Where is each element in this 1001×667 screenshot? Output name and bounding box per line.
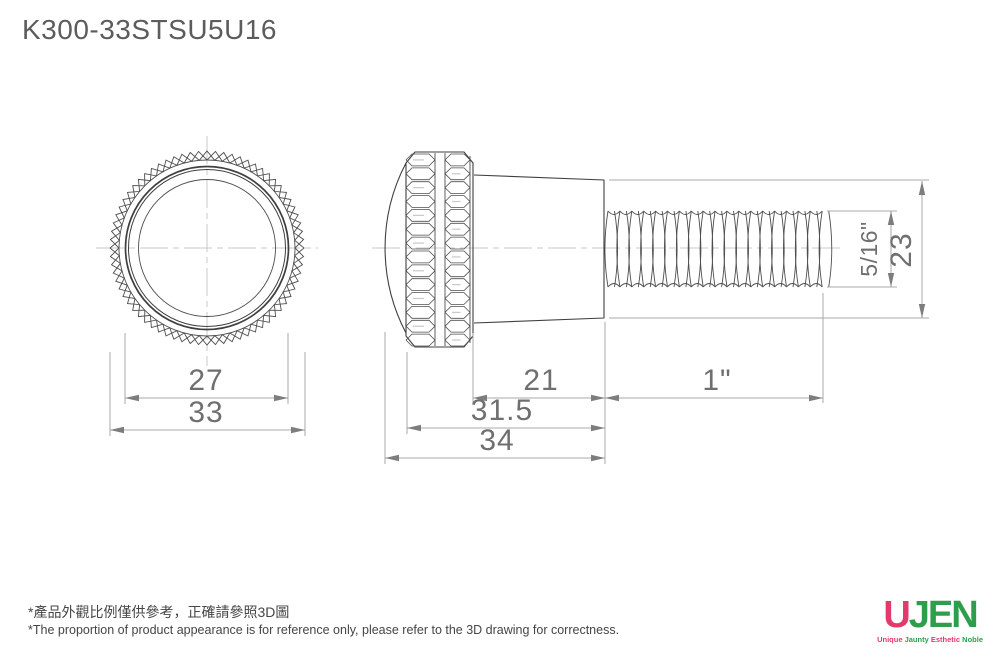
logo-tagline: Unique Jaunty Esthetic Noble bbox=[877, 635, 983, 644]
footnote-en: *The proportion of product appearance is… bbox=[28, 622, 620, 637]
dimension-lines bbox=[109, 179, 929, 464]
part-number-title: K300-33STSU5U16 bbox=[22, 14, 277, 45]
tagline-word-unique: Unique bbox=[877, 635, 903, 644]
drawing-linework bbox=[96, 136, 929, 464]
dim-overall-head-length: 34 bbox=[479, 424, 514, 457]
dim-front-inner-diameter: 27 bbox=[188, 364, 223, 397]
tagline-word-esthetic: Esthetic bbox=[930, 635, 961, 644]
tagline-word-noble: Noble bbox=[962, 635, 983, 644]
dim-front-outer-diameter: 33 bbox=[188, 396, 223, 429]
logo-letter-u: U bbox=[883, 594, 910, 636]
dim-thread-diameter: 5/16" bbox=[856, 221, 882, 276]
side-view bbox=[372, 151, 845, 348]
front-view bbox=[96, 136, 318, 366]
knurl-zigzag-b bbox=[109, 150, 305, 346]
ujen-logo: UJEN Unique Jaunty Esthetic Noble bbox=[877, 596, 983, 644]
footnotes: *產品外觀比例僅供參考，正確請參照3D圖 *The proportion of … bbox=[28, 603, 619, 639]
knurl-zigzag-a bbox=[109, 150, 305, 346]
dim-boss-diameter: 23 bbox=[885, 232, 918, 267]
footnote-zh: *產品外觀比例僅供參考，正確請參照3D圖 bbox=[28, 604, 290, 620]
logo-wordmark: UJEN bbox=[877, 596, 983, 634]
dim-thread-length: 1" bbox=[702, 364, 731, 397]
dimension-labels: 27 33 21 1" 31.5 34 5/16" 23 bbox=[188, 221, 918, 457]
tagline-word-jaunty: Jaunty bbox=[904, 635, 929, 644]
logo-letters-jen: JEN bbox=[908, 594, 979, 636]
dim-head-plus-boss-length: 31.5 bbox=[471, 394, 533, 427]
dim-boss-length: 21 bbox=[523, 364, 558, 397]
